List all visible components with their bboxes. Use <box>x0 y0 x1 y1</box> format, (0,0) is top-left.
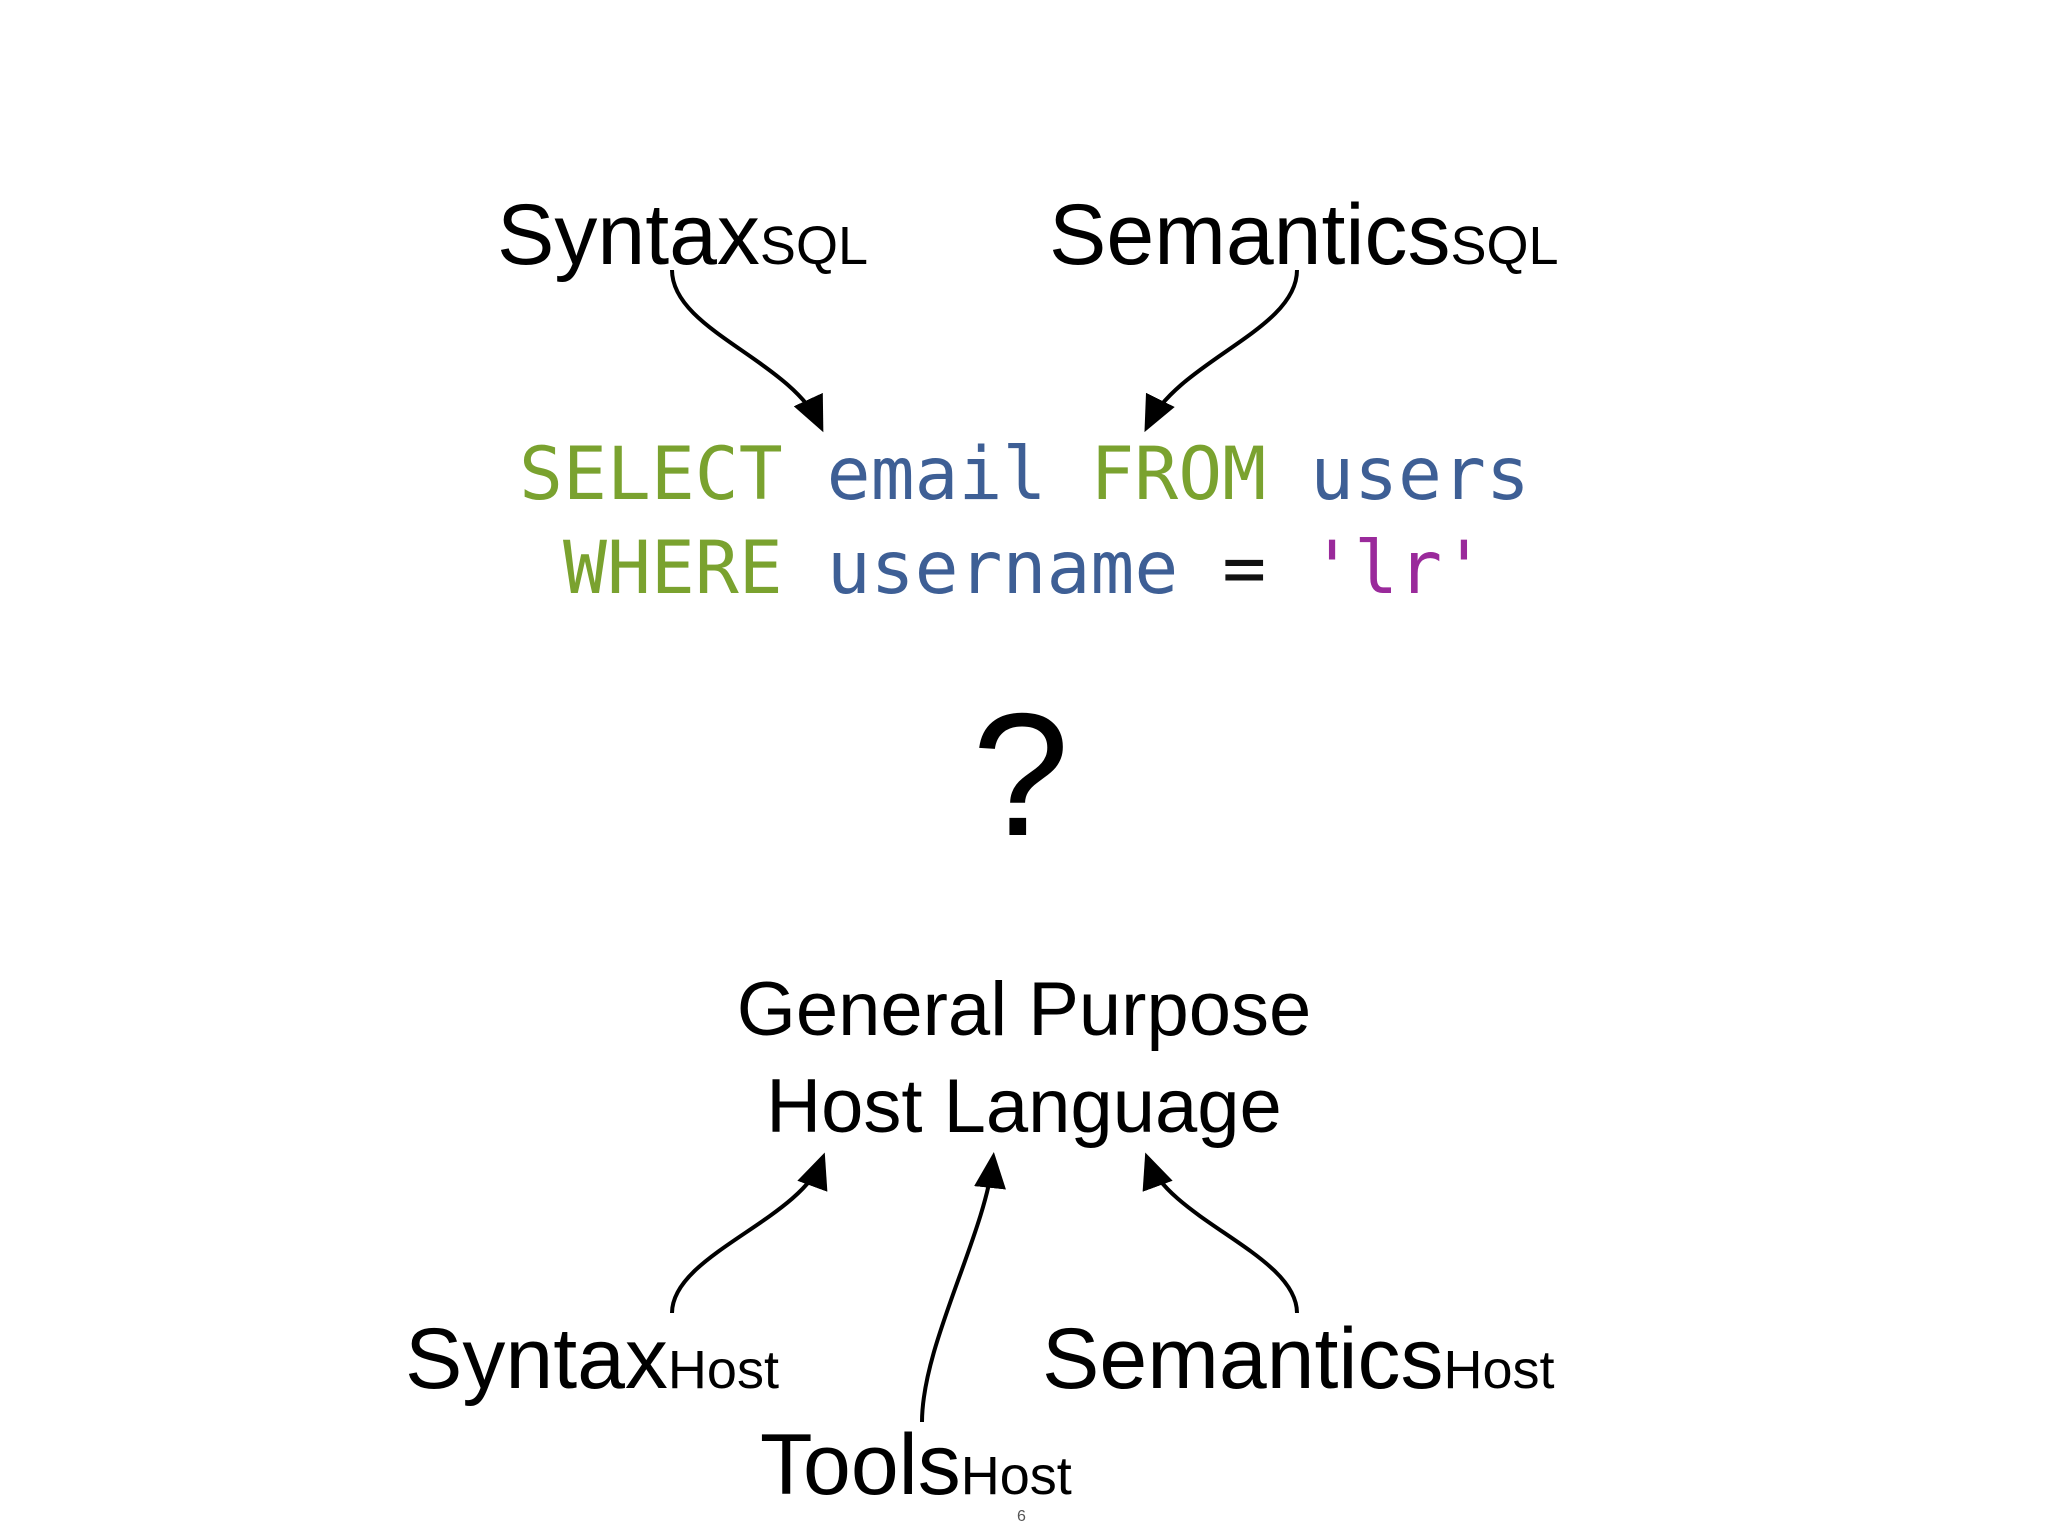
syntax-sql-main: Syntax <box>497 187 760 283</box>
sql-string-literal: 'lr' <box>1310 526 1486 611</box>
sql-keyword: WHERE <box>563 526 783 611</box>
sql-operator: = <box>1222 526 1267 611</box>
host-language-line-2: Host Language <box>766 1064 1282 1149</box>
sql-identifier: email <box>826 432 1047 517</box>
sql-keyword: SELECT <box>519 432 783 517</box>
semantics-sql-subscript: SQL <box>1450 216 1559 276</box>
tools-host-subscript: Host <box>960 1446 1072 1506</box>
sql-space <box>1178 526 1222 611</box>
sql-space <box>783 432 827 517</box>
sql-space <box>1266 432 1310 517</box>
host-language-line-1: General Purpose <box>736 967 1312 1052</box>
page-number: 6 <box>1017 1508 1026 1525</box>
syntax-sql-label: SyntaxSQL <box>497 192 868 278</box>
semantics-sql-main: Semantics <box>1049 187 1451 283</box>
arrow-semantics-host <box>1142 1152 1299 1314</box>
sql-space <box>783 526 827 611</box>
semantics-host-main: Semantics <box>1042 1311 1444 1407</box>
question-mark: ? <box>972 678 1070 873</box>
sql-keyword: FROM <box>1090 432 1267 517</box>
arrow-syntax-host <box>670 1152 828 1314</box>
syntax-host-label: SyntaxHost <box>405 1316 779 1402</box>
tools-host-main: Tools <box>760 1417 961 1513</box>
arrow-semantics-sql <box>1144 269 1299 433</box>
arrow-tools-host <box>920 1152 1006 1423</box>
sql-code-line-1: SELECT email FROM users <box>519 438 1530 511</box>
semantics-host-label: SemanticsHost <box>1042 1316 1555 1402</box>
semantics-sql-label: SemanticsSQL <box>1049 192 1559 278</box>
arrow-syntax-sql <box>670 269 824 433</box>
syntax-sql-subscript: SQL <box>759 216 868 276</box>
sql-space <box>1046 432 1090 517</box>
sql-code-line-2: WHERE username = 'lr' <box>563 532 1486 605</box>
sql-identifier: username <box>826 526 1179 611</box>
syntax-host-main: Syntax <box>405 1311 668 1407</box>
syntax-host-subscript: Host <box>667 1340 779 1400</box>
sql-identifier: users <box>1310 432 1530 517</box>
semantics-host-subscript: Host <box>1443 1340 1555 1400</box>
sql-space <box>1266 526 1310 611</box>
tools-host-label: ToolsHost <box>760 1422 1072 1508</box>
